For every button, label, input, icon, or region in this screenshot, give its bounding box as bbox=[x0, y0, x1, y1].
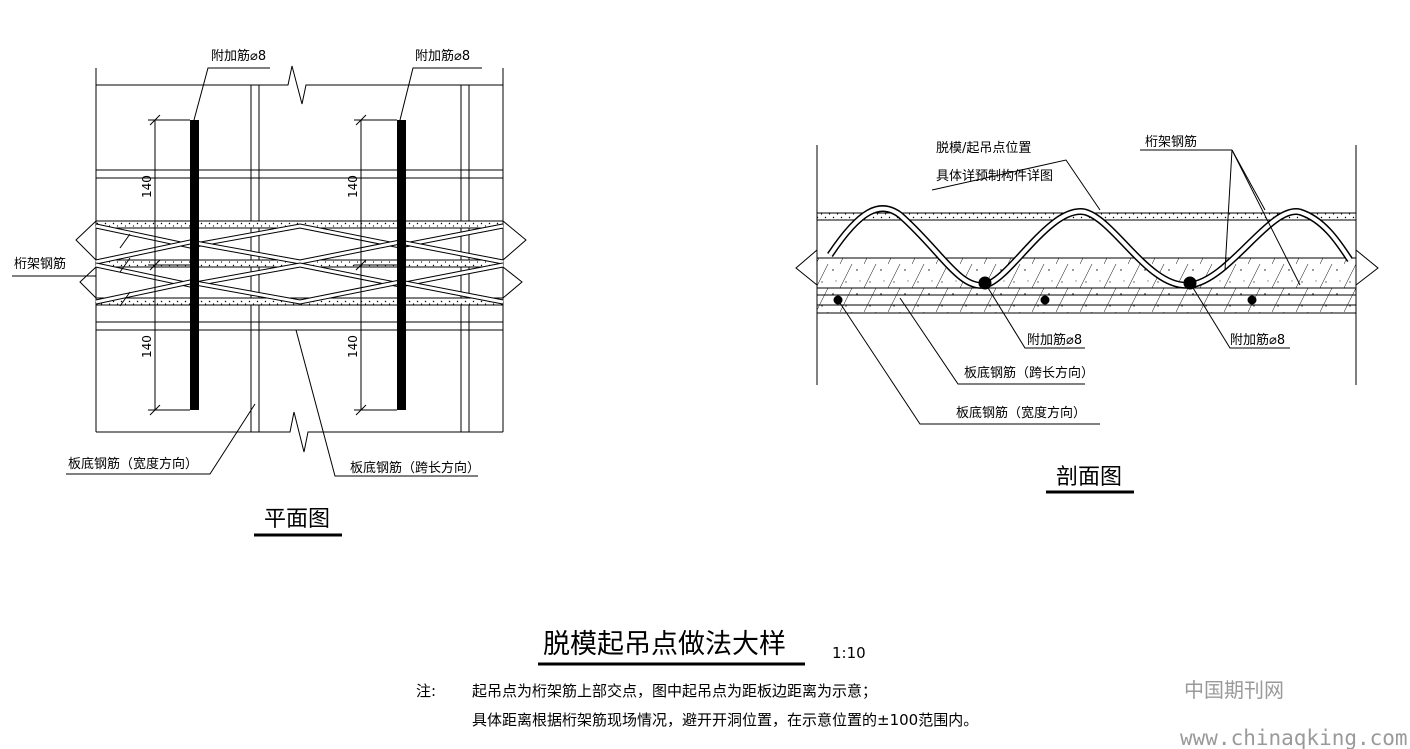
section-span-dir-label: 板底钢筋（跨长方向） bbox=[964, 365, 1094, 381]
plan-caption: 平面图 bbox=[264, 507, 330, 532]
watermark: 中国期刊网 www.chinaqking.com bbox=[1180, 678, 1408, 749]
plan-dim-4: 140 bbox=[346, 335, 360, 358]
section-rebar-label-2: 附加筋⌀8 bbox=[1230, 332, 1285, 348]
section-view bbox=[795, 145, 1379, 494]
plan-rebar-label-left: 附加筋⌀8 bbox=[211, 48, 266, 64]
lifting-bar-left bbox=[190, 120, 199, 410]
plan-truss-label: 桁架钢筋 bbox=[14, 256, 66, 272]
main-title: 脱模起吊点做法大样 bbox=[543, 629, 786, 660]
plan-view bbox=[12, 65, 527, 537]
plan-labels: 附加筋⌀8 附加筋⌀8 桁架钢筋 板底钢筋（宽度方向） 板底钢筋（跨长方向） 1… bbox=[14, 48, 480, 532]
section-position-label-1: 脱模/起吊点位置 bbox=[936, 141, 1031, 156]
notes-prefix: 注: bbox=[416, 682, 436, 700]
plan-dim-3: 140 bbox=[346, 175, 360, 198]
title-block: 脱模起吊点做法大样 1:10 bbox=[538, 629, 866, 666]
plan-width-dir-label: 板底钢筋（宽度方向） bbox=[68, 456, 198, 472]
section-rebar-label-1: 附加筋⌀8 bbox=[1027, 332, 1082, 348]
title-scale: 1:10 bbox=[832, 644, 866, 662]
notes-line-2: 具体距离根据桁架筋现场情况，避开开洞位置，在示意位置的±100范围内。 bbox=[472, 711, 978, 729]
plan-dim-1: 140 bbox=[140, 175, 154, 198]
watermark-url: www.chinaqking.com bbox=[1180, 726, 1408, 749]
watermark-cn: 中国期刊网 bbox=[1184, 678, 1284, 702]
section-labels: 脱模/起吊点位置 具体详预制构件详图 桁架钢筋 附加筋⌀8 附加筋⌀8 板底钢筋… bbox=[936, 134, 1285, 490]
plan-rebar-label-right: 附加筋⌀8 bbox=[415, 48, 470, 64]
section-caption: 剖面图 bbox=[1056, 465, 1122, 490]
plan-dim-2: 140 bbox=[140, 335, 154, 358]
section-width-dir-label: 板底钢筋（宽度方向） bbox=[956, 405, 1086, 421]
notes-line-1: 起吊点为桁架筋上部交点，图中起吊点为距板边距离为示意； bbox=[472, 682, 877, 700]
notes-block: 注: 起吊点为桁架筋上部交点，图中起吊点为距板边距离为示意； 具体距离根据桁架筋… bbox=[416, 682, 978, 729]
section-position-label-2: 具体详预制构件详图 bbox=[936, 169, 1053, 184]
section-truss-label: 桁架钢筋 bbox=[1145, 134, 1197, 150]
lifting-bar-right bbox=[397, 120, 406, 410]
plan-span-dir-label: 板底钢筋（跨长方向） bbox=[350, 460, 480, 476]
